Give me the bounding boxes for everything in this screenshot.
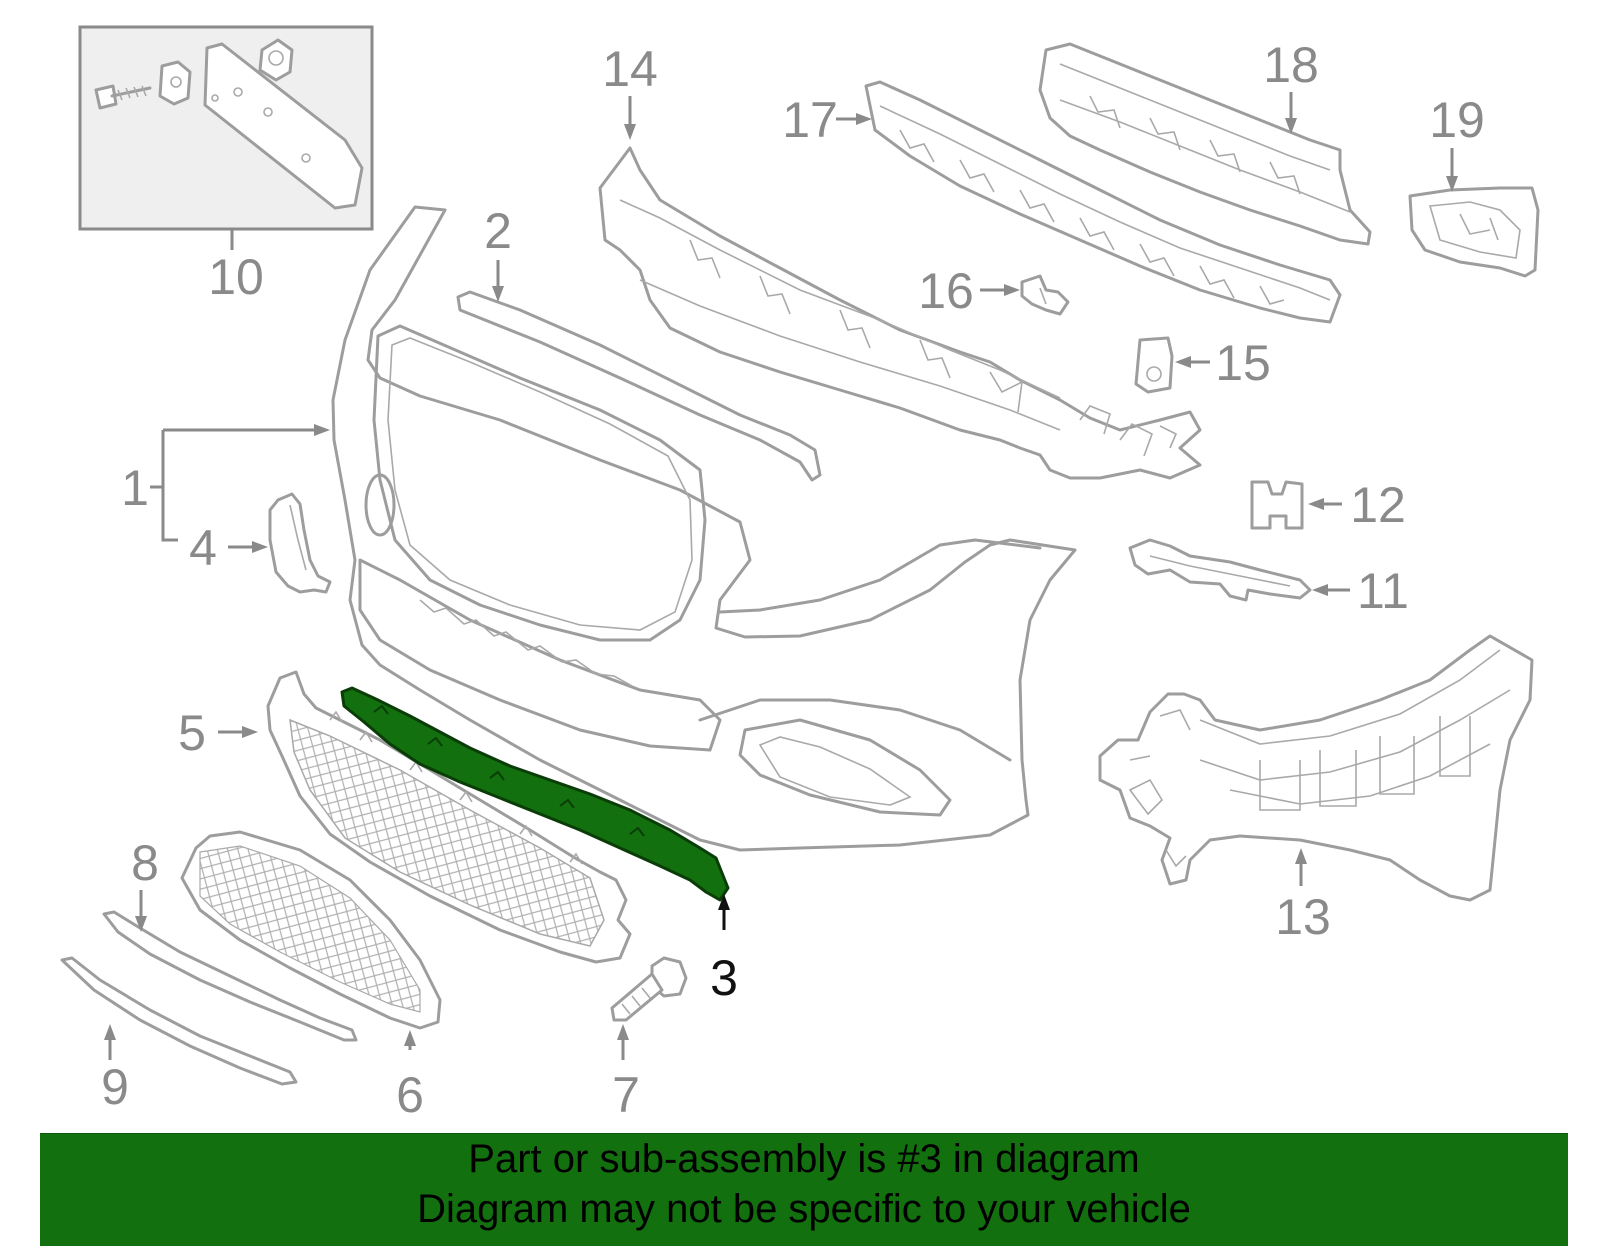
callout-4-label: 4 — [189, 520, 217, 576]
banner-line-disclaimer: Diagram may not be specific to your vehi… — [417, 1187, 1191, 1231]
parts-diagram: 10 1 2 — [60, 25, 1540, 1123]
callout-1: 1 — [121, 424, 330, 542]
callout-17-label: 17 — [782, 92, 838, 148]
callout-17: 17 — [782, 92, 872, 148]
callout-16-label: 16 — [918, 263, 974, 319]
part-1-bumper-cover — [331, 205, 1077, 852]
callout-10: 10 — [208, 230, 264, 305]
part-17-absorber — [864, 80, 1342, 324]
part-9-lower-trim-strip — [60, 956, 298, 1086]
notice-banner: Part or sub-assembly is #3 in diagram Di… — [40, 1133, 1568, 1246]
callout-16: 16 — [918, 263, 1020, 319]
callout-14-label: 14 — [602, 41, 658, 97]
part-18-upper-absorber — [1038, 42, 1372, 246]
part-11-side-bracket — [1128, 538, 1312, 602]
part-4-tow-hook-cover — [268, 492, 332, 594]
callout-15-label: 15 — [1215, 335, 1271, 391]
part-19-bracket — [1408, 186, 1540, 278]
callout-6: 6 — [396, 1030, 424, 1123]
callout-12-label: 12 — [1350, 477, 1406, 533]
callout-5: 5 — [178, 705, 258, 761]
part-14-reinforcement — [598, 146, 1202, 480]
callout-9-label: 9 — [101, 1059, 129, 1115]
callout-9: 9 — [101, 1024, 129, 1115]
part-13-side-bracket-assembly — [1098, 634, 1534, 902]
callout-14: 14 — [602, 41, 658, 140]
part-2-upper-trim — [456, 290, 822, 482]
callout-7-label: 7 — [612, 1067, 640, 1123]
callout-1-label: 1 — [121, 460, 149, 516]
callout-4: 4 — [189, 520, 268, 576]
callout-3-label: 3 — [710, 950, 738, 1006]
callout-15: 15 — [1175, 335, 1271, 391]
part-12-small-bracket — [1250, 480, 1304, 530]
callout-11-label: 11 — [1357, 563, 1409, 619]
callout-8-label: 8 — [131, 835, 159, 891]
callout-8: 8 — [131, 835, 159, 932]
part-8-trim-strip — [102, 910, 358, 1042]
callout-13-label: 13 — [1275, 889, 1331, 945]
callout-7: 7 — [612, 1024, 640, 1123]
callout-2: 2 — [484, 203, 512, 302]
callout-6-label: 6 — [396, 1067, 424, 1123]
callout-13: 13 — [1275, 848, 1331, 945]
callout-18-label: 18 — [1263, 37, 1319, 93]
part-6-grille-insert — [180, 830, 442, 1030]
banner-line-part-number: Part or sub-assembly is #3 in diagram — [468, 1137, 1140, 1181]
part-16-push-clip — [1020, 274, 1070, 316]
callout-2-label: 2 — [484, 203, 512, 259]
part-15-clip-nut — [1134, 336, 1174, 394]
callout-12: 12 — [1308, 477, 1406, 533]
part-10-mounting-kit-inset — [78, 25, 374, 231]
callout-3: 3 — [710, 894, 738, 1006]
callout-19-label: 19 — [1429, 92, 1485, 148]
part-5-lower-grille — [266, 670, 632, 964]
callout-10-label: 10 — [208, 249, 264, 305]
callout-11: 11 — [1312, 563, 1409, 619]
callout-5-label: 5 — [178, 705, 206, 761]
part-7-bolt — [610, 956, 688, 1022]
callout-18: 18 — [1263, 37, 1319, 134]
callout-19: 19 — [1429, 92, 1485, 192]
